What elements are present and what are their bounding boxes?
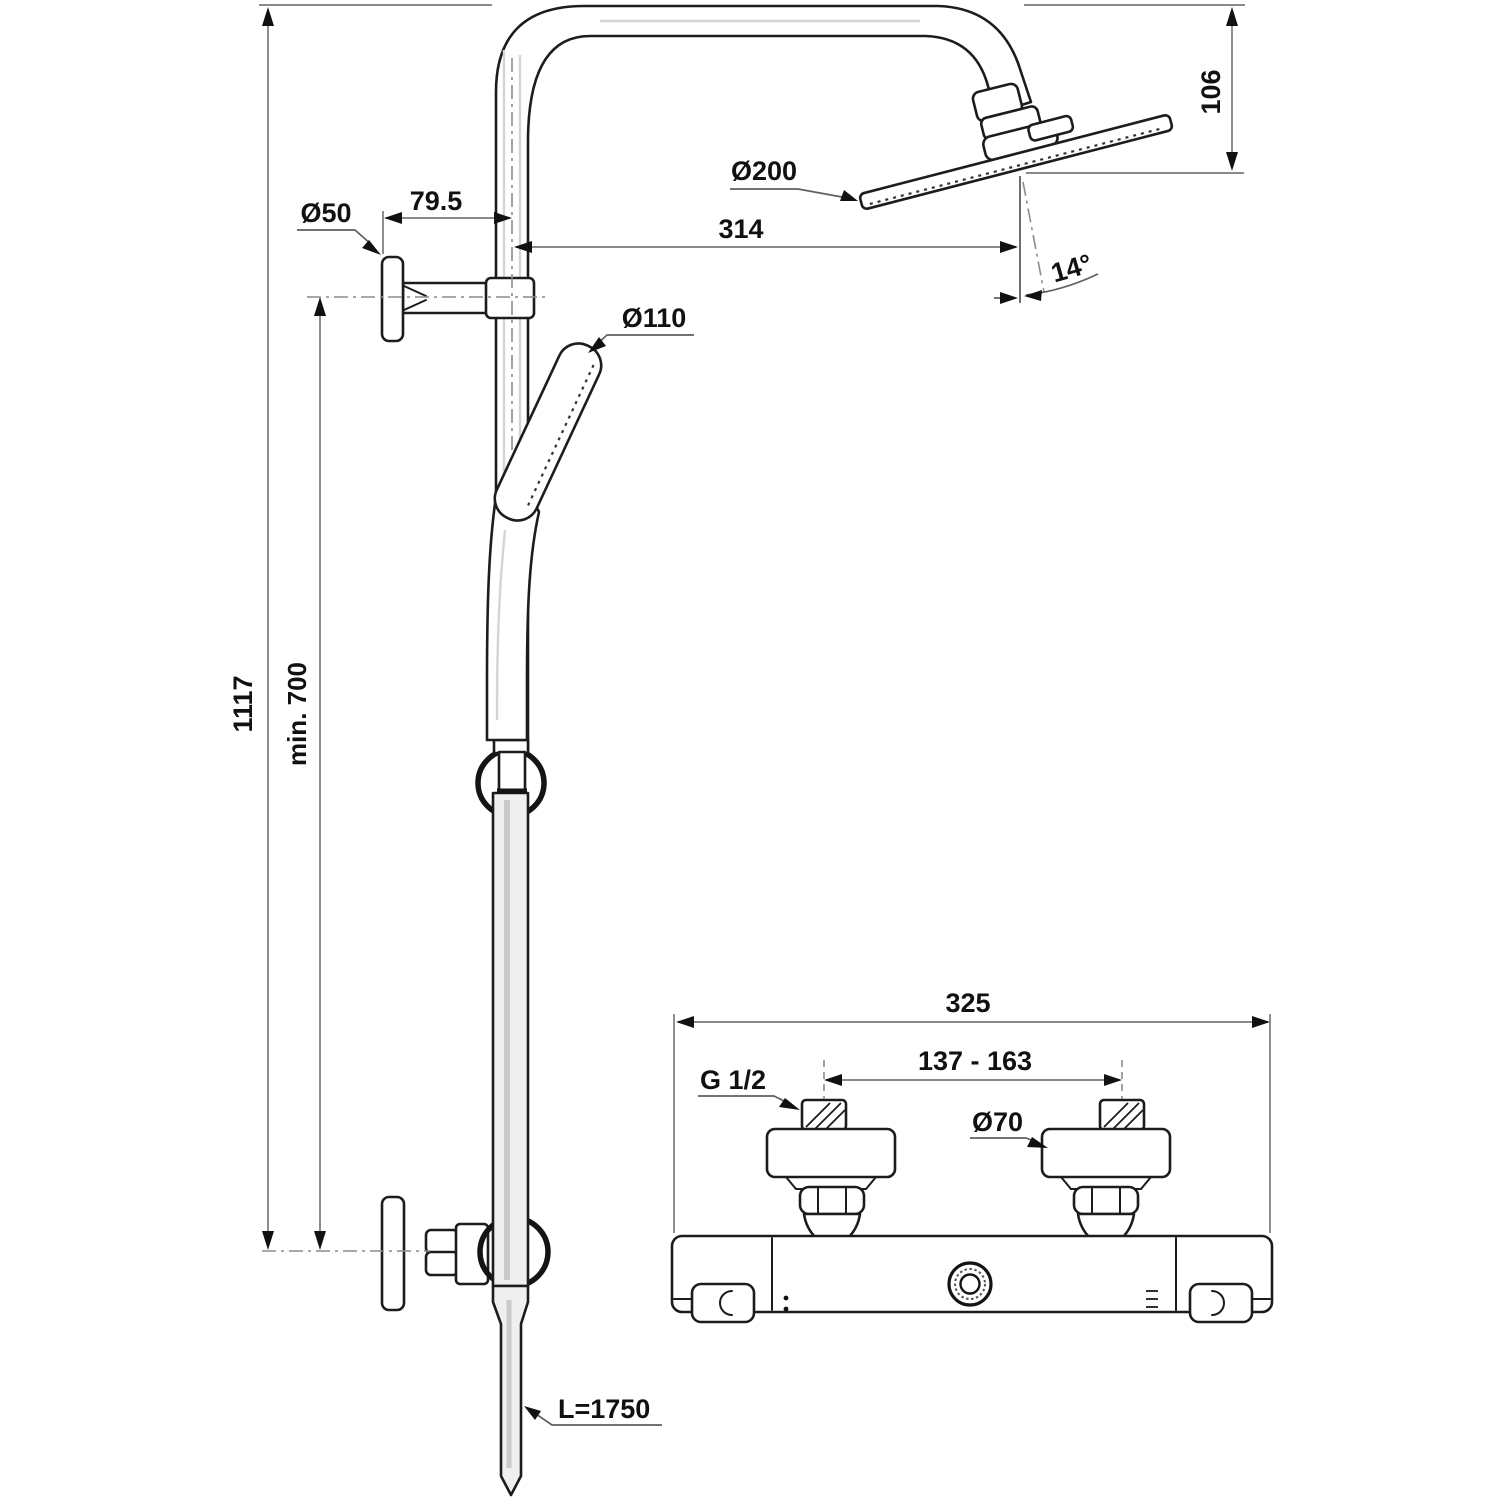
bracket-flare	[403, 285, 427, 311]
handset-head	[493, 342, 603, 522]
flow-indicator-marks	[1146, 1290, 1158, 1308]
overhead-shower	[858, 113, 1174, 211]
handset-head-body	[493, 342, 603, 522]
left-thread-hatch	[805, 1102, 846, 1130]
dim-hose-length: L=1750	[558, 1394, 650, 1424]
right-hex-nut	[1072, 1185, 1140, 1216]
arrow-hose	[524, 1406, 541, 1420]
arrow-314-left	[514, 241, 532, 253]
leader-thread	[698, 1095, 789, 1104]
leader-dia70	[970, 1137, 1037, 1143]
arrow-dia110	[588, 337, 606, 353]
hand-shower	[485, 342, 603, 742]
left-hex-facets	[817, 1187, 847, 1214]
center-ring-knurl	[954, 1268, 986, 1300]
left-escutcheon	[765, 1127, 897, 1179]
right-inlet	[1040, 1098, 1172, 1257]
arrow-1117-top	[262, 7, 274, 26]
left-inlet	[765, 1098, 897, 1257]
leader-hose	[535, 1413, 662, 1426]
arrow-325-right	[1252, 1016, 1270, 1028]
arrow-314-right	[1000, 241, 1018, 253]
dim-head-diameter: Ø200	[731, 156, 797, 186]
arrow-min700-top	[314, 297, 326, 316]
arrow-angle-left	[1000, 292, 1018, 304]
union-hex-bottom	[424, 1250, 460, 1277]
arrow-dia50	[362, 240, 381, 255]
union-wall-flange	[380, 1195, 406, 1312]
arrow-325-left	[676, 1016, 694, 1028]
dim-thread: G 1/2	[700, 1065, 766, 1095]
handset-handle	[485, 488, 541, 742]
temp-indicator-dot-2	[783, 1306, 789, 1312]
left-handle-detail	[719, 1290, 733, 1316]
arrow-thread	[779, 1098, 800, 1110]
leader-dia50	[297, 229, 373, 246]
arrow-137163-left	[824, 1074, 842, 1086]
handset-spray-face	[525, 364, 595, 509]
temp-indicator-dot-1	[783, 1295, 789, 1301]
dim-head-drop: 106	[1196, 69, 1226, 114]
left-handle-end	[690, 1282, 756, 1324]
leader-dia110	[593, 334, 694, 348]
shower-column-figure	[380, 4, 1174, 1497]
dim-overall-height: 1117	[228, 675, 258, 732]
riser-pipe	[494, 4, 1033, 754]
shower-disc	[858, 113, 1174, 211]
head-axis-tilted	[1022, 181, 1045, 293]
arrow-dia200	[840, 190, 858, 201]
disc-joint-cap	[1027, 114, 1075, 142]
right-handle-detail	[1211, 1290, 1225, 1316]
arrow-795-right	[494, 212, 512, 224]
union-hex-top	[424, 1228, 460, 1255]
dim-handspray-diameter: Ø110	[622, 303, 687, 333]
leader-dia200	[730, 188, 843, 198]
bracket-riser-clamp	[484, 276, 536, 320]
wall-bracket	[380, 255, 536, 343]
left-escutcheon-skirt	[783, 1176, 879, 1190]
dim-connection-span: 137 - 163	[918, 1046, 1032, 1076]
arrow-dia70	[1027, 1137, 1048, 1148]
body-dividers	[771, 1237, 1177, 1311]
shower-hose	[491, 791, 530, 1288]
left-hex-nut	[798, 1185, 866, 1216]
right-thread-hatch	[1103, 1102, 1144, 1130]
arrow-1117-bottom	[262, 1231, 274, 1250]
arrow-106-bottom	[1226, 152, 1238, 171]
dim-bracket-diameter: Ø50	[300, 198, 351, 228]
dim-escutcheon-diameter: Ø70	[972, 1107, 1023, 1137]
arrow-angle-arc	[1024, 290, 1042, 301]
dim-min-height: min. 700	[282, 662, 312, 766]
bracket-arm	[401, 281, 490, 315]
dim-head-angle: 14°	[1048, 248, 1096, 288]
right-handle-end	[1188, 1282, 1254, 1324]
dim-body-width: 325	[945, 988, 990, 1018]
dimensions: 1117 min. 700 Ø50 79.5 Ø200 314	[228, 4, 1271, 1426]
arrow-106-top	[1226, 7, 1238, 26]
handset-shank	[497, 750, 527, 794]
lower-union-side-view	[380, 1195, 551, 1312]
dim-bracket-offset: 79.5	[410, 186, 463, 216]
mixer-front-figure	[670, 1098, 1274, 1324]
spray-face-nozzles	[869, 126, 1165, 205]
dim-head-reach: 314	[718, 214, 763, 244]
right-escutcheon	[1040, 1127, 1172, 1179]
arrow-137163-right	[1104, 1074, 1122, 1086]
center-ring-inner	[959, 1273, 981, 1295]
right-hex-facets	[1091, 1187, 1121, 1214]
bracket-wall-flange	[380, 255, 405, 343]
handle-shading	[495, 529, 507, 721]
arrow-795-left	[384, 212, 402, 224]
right-escutcheon-skirt	[1058, 1176, 1154, 1190]
arrow-min700-bottom	[314, 1231, 326, 1250]
